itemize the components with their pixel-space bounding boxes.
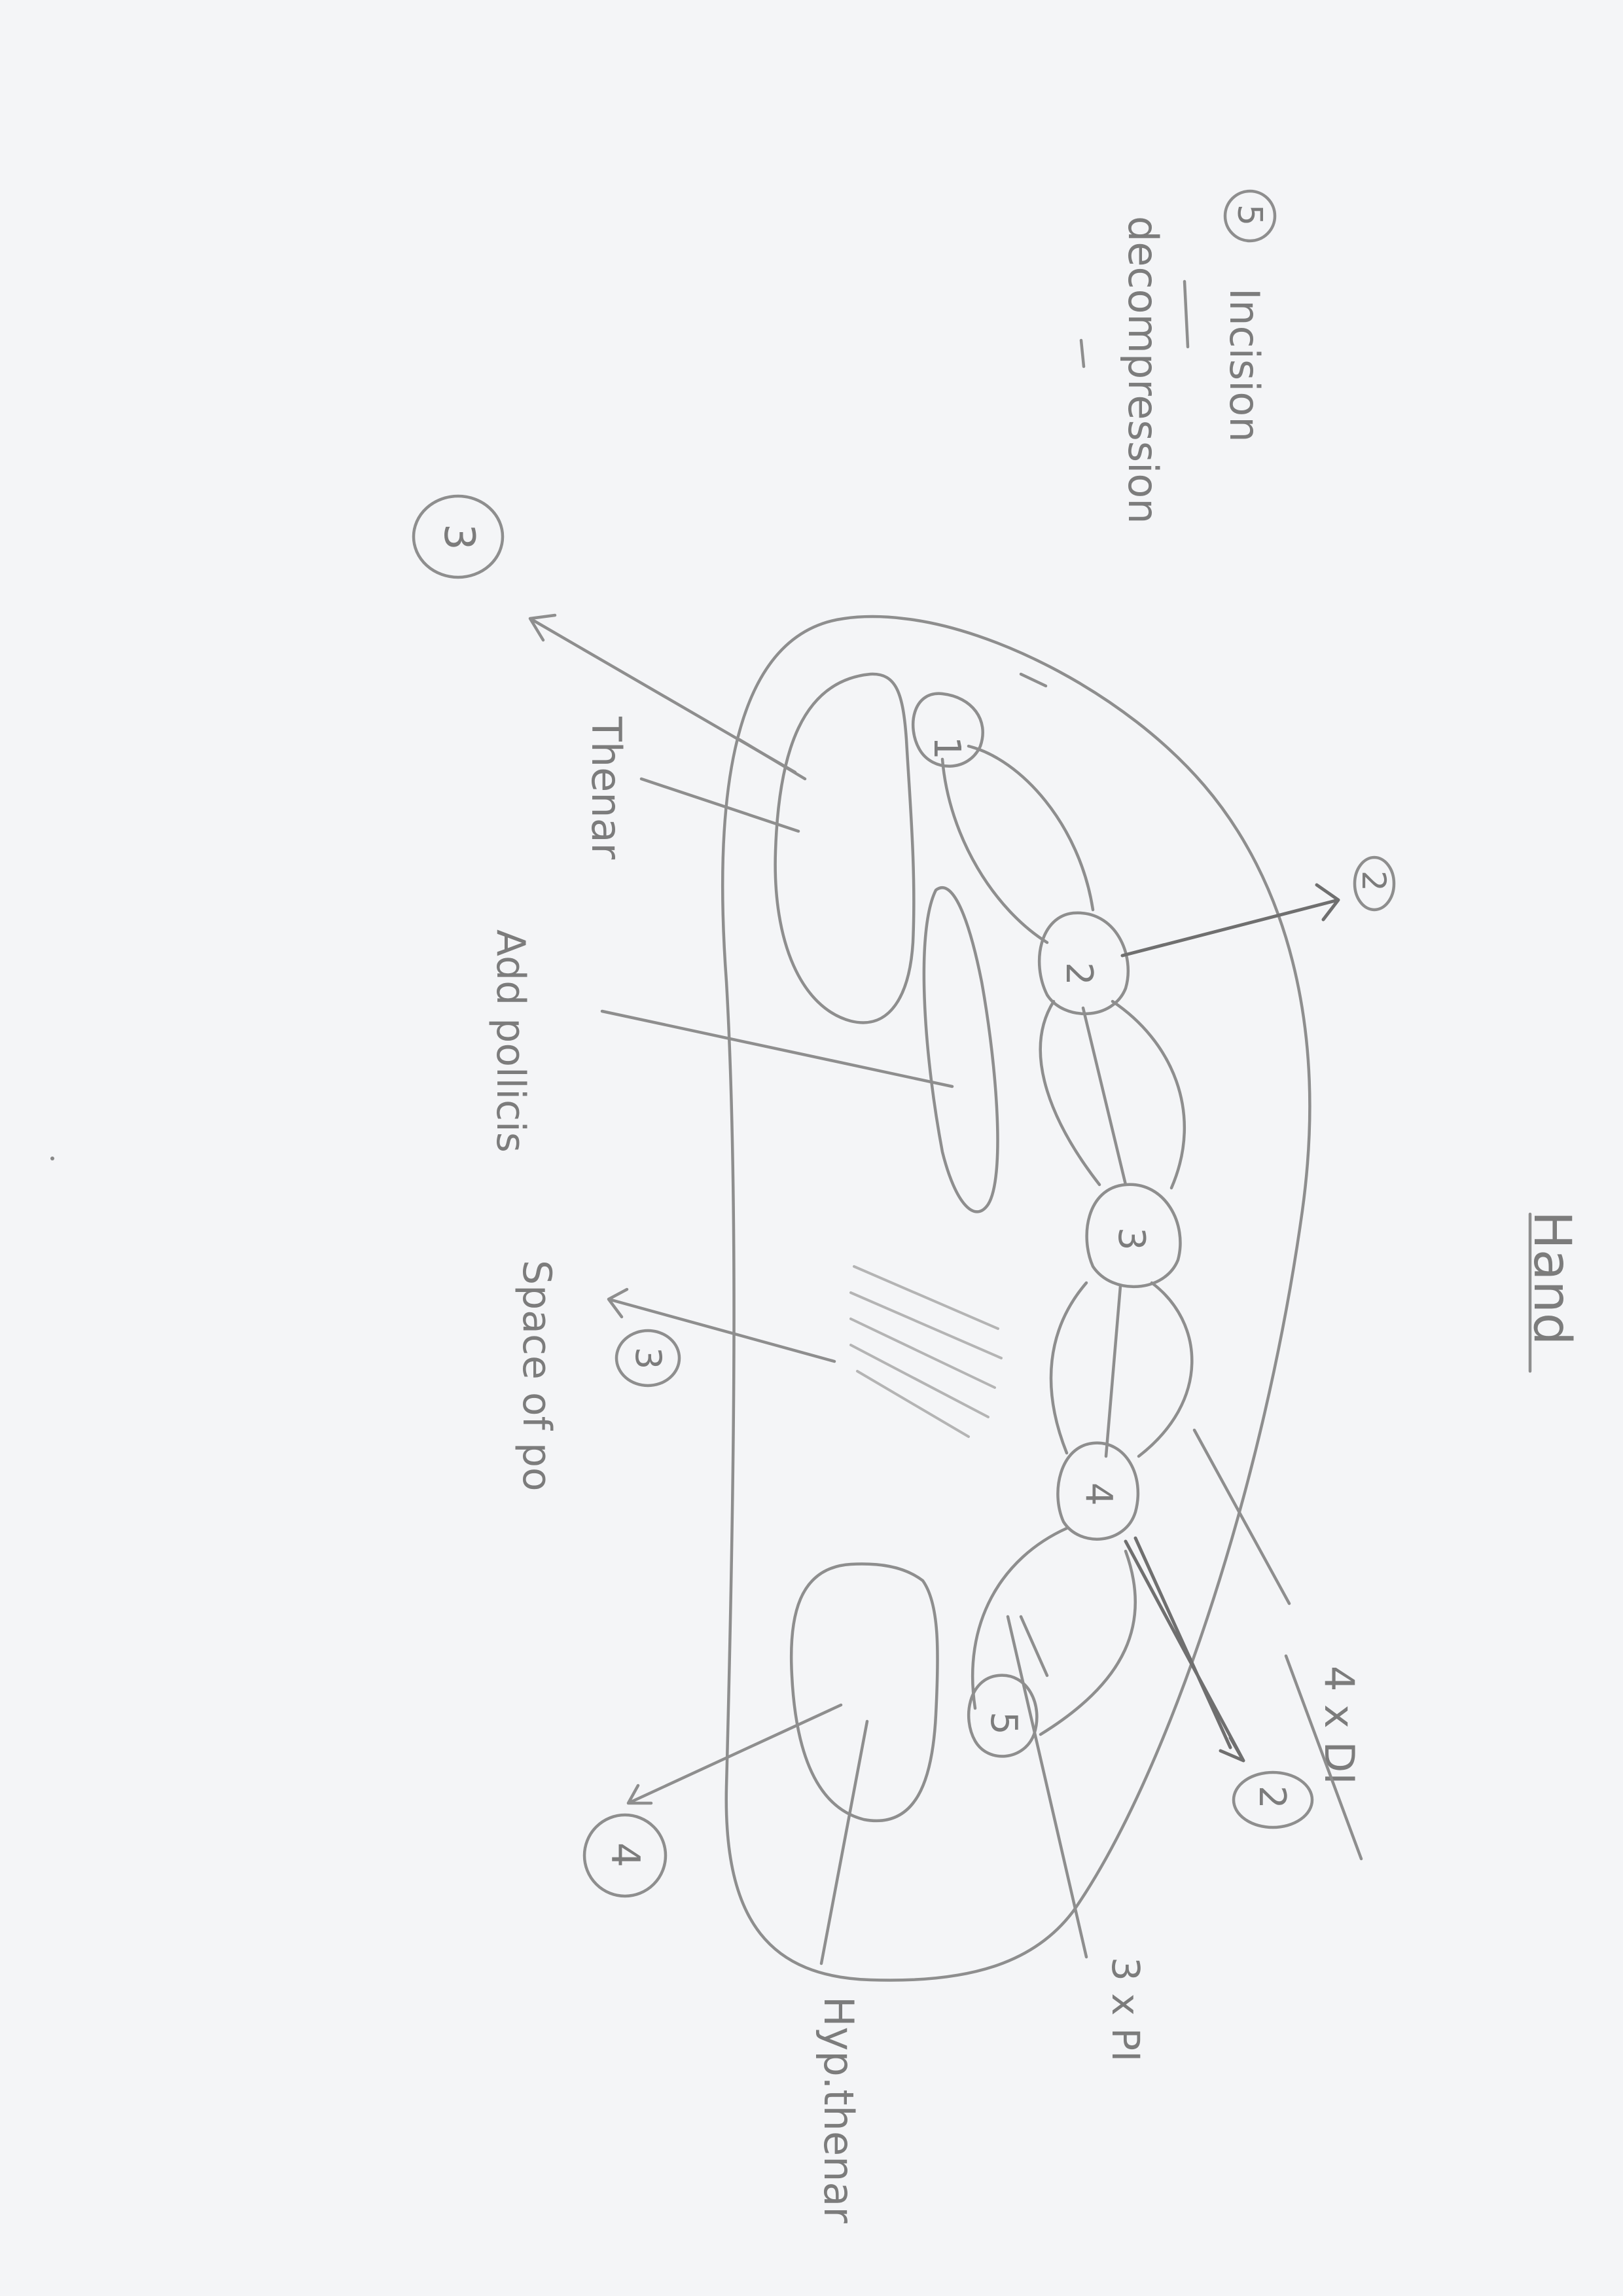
metacarpal-5-label: 5 [982,1712,1025,1735]
palmar-interossei-label: 3 x PI [1103,1957,1148,2062]
hypothenar-leader [819,1719,869,1965]
metacarpal-1: 1 [911,692,984,768]
thenar-count-badge: 3 [412,494,505,579]
dorsal-count-badge: 2 [1353,855,1396,912]
adductor-pollicis-compartment [922,886,999,1213]
hypothenar-count: 4 [602,1842,648,1867]
add-pollicis-label: Add pollicis [488,929,533,1153]
hypothenar-count-badge: 4 [582,1813,668,1898]
interosseous-2 [1039,999,1186,1190]
incision-note: Incision [1221,288,1268,442]
pi-leader [1006,1615,1088,1959]
thenar-count: 3 [435,524,483,550]
add-pollicis-leader [600,1009,954,1088]
mc2-dorsal-arrow [1120,883,1340,958]
di-leader [1192,1428,1291,1605]
metacarpal-2: 2 [1038,911,1130,1015]
interosseous-1 [940,744,1095,944]
metacarpal-1-label: 1 [925,736,968,760]
metacarpal-3-label: 3 [1110,1227,1152,1251]
mc4-interossei-arrow [1124,1536,1245,1763]
decompression-underline [1183,279,1190,349]
hypothenar-compartment [789,1562,939,1822]
metacarpal-2-label: 2 [1058,962,1100,986]
interosseous-3 [1049,1281,1194,1458]
interossei-count-badge: 2 [1232,1770,1314,1829]
hypothenar-label: Hyp.thenar [815,1996,863,2223]
interossei-count: 2 [1251,1785,1293,1809]
hand-outline [721,615,1311,1982]
decompression-dash [1079,338,1086,368]
note-number-badge: 5 [1223,189,1277,243]
note-number: 5 [1230,204,1269,226]
outline-tick [1019,672,1048,688]
di-bar [1284,1654,1363,1861]
thenar-compartment [774,672,916,1024]
thenar-leader-1 [639,777,800,833]
diagram-title: Hand [1522,1211,1581,1345]
dorsal-interossei-label: 4 x DI [1315,1666,1363,1785]
midpalmar-space-shading [849,1265,1003,1438]
dorsal-count: 2 [1355,870,1393,891]
metacarpal-4-label: 4 [1077,1482,1120,1506]
thenar-label: Thenar [582,716,630,860]
pencil-dot [50,1157,54,1160]
metacarpal-4: 4 [1056,1441,1139,1541]
metacarpal-5: 5 [967,1674,1039,1758]
interosseous-4 [971,1526,1137,1736]
space-count: 3 [628,1347,669,1369]
space-count-badge: 3 [615,1329,681,1388]
decompression-note: decompression [1119,216,1167,524]
space-of-po-label: Space of po [514,1260,560,1492]
space-arrow [607,1287,836,1363]
thenar-leader-2 [738,738,807,781]
hypothenar-arrow [626,1703,843,1805]
metacarpal-3: 3 [1085,1183,1182,1288]
